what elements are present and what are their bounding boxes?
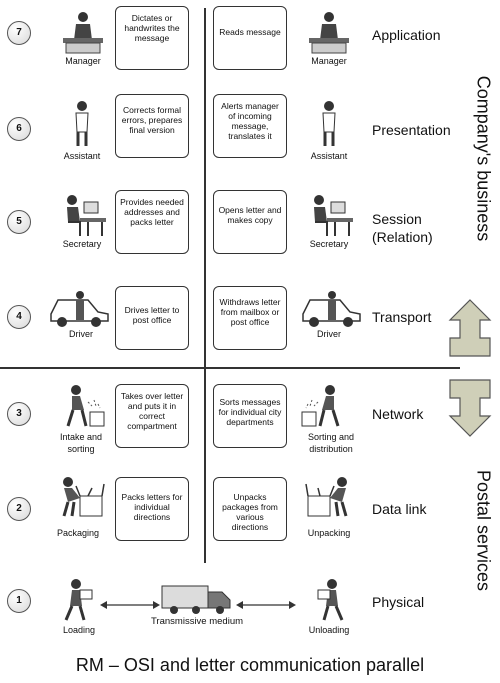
assistant-person-icon bbox=[322, 101, 336, 146]
right-role-label: Sorting and bbox=[307, 432, 355, 442]
left-role-label: Driver bbox=[69, 329, 93, 339]
left-role-label: Loading bbox=[62, 625, 96, 635]
right-role-label: Secretary bbox=[309, 239, 349, 249]
right-role-label: Manager bbox=[311, 56, 347, 66]
secretary-at-computer-icon bbox=[67, 195, 106, 236]
transmissive-medium-label: Transmissive medium bbox=[150, 616, 244, 627]
right-role-label: Unloading bbox=[308, 625, 350, 635]
left-role-label: Packaging bbox=[56, 528, 100, 538]
left-action-box: Takes over letter and puts it in correct… bbox=[115, 384, 189, 448]
left-action-box: Provides needed addresses and packs lett… bbox=[115, 190, 189, 254]
center-divider-line bbox=[204, 8, 206, 563]
secretary-at-computer-icon bbox=[314, 195, 353, 236]
left-role-label: Assistant bbox=[63, 151, 101, 161]
postal-services-group-label: Postal services bbox=[473, 469, 494, 592]
left-action-box: Dictates or handwrites the message bbox=[115, 6, 189, 70]
diagram-title: RM – OSI and letter communication parall… bbox=[75, 655, 425, 675]
layer-number-badge: 3 bbox=[7, 402, 31, 426]
double-arrow-icon bbox=[100, 601, 160, 609]
right-role-label: Unpacking bbox=[307, 528, 351, 538]
group-divider-line bbox=[0, 367, 460, 369]
driver-with-car-icon bbox=[50, 291, 109, 327]
right-role-label-line2: distribution bbox=[309, 444, 353, 454]
layer-name: Presentation bbox=[372, 122, 451, 138]
left-role-label-line2: sorting bbox=[67, 444, 95, 454]
layer-number-badge: 1 bbox=[7, 589, 31, 613]
right-action-box: Alerts manager of incoming message, tran… bbox=[213, 94, 287, 158]
truck-icon bbox=[161, 585, 231, 614]
layer-number-badge: 4 bbox=[7, 305, 31, 329]
right-role-label: Driver bbox=[317, 329, 341, 339]
person-loading-icon bbox=[64, 579, 93, 621]
person-unpacking-box-icon bbox=[305, 477, 348, 517]
layer-name: Transport bbox=[372, 309, 432, 325]
manager-at-desk-icon bbox=[309, 12, 349, 54]
left-role-label: Intake and bbox=[59, 432, 103, 442]
layer-number-badge: 7 bbox=[7, 21, 31, 45]
up-arrow-icon bbox=[448, 299, 492, 357]
left-action-box: Corrects formal errors, prepares final v… bbox=[115, 94, 189, 158]
person-sorting-icon bbox=[66, 385, 105, 427]
left-role-label: Manager bbox=[65, 56, 101, 66]
right-action-box: Opens letter and makes copy bbox=[213, 190, 287, 254]
left-action-box: Drives letter to post office bbox=[115, 286, 189, 350]
down-arrow-icon bbox=[448, 379, 492, 437]
layer-name: Session bbox=[372, 211, 422, 227]
person-sorting-icon bbox=[301, 385, 340, 427]
right-action-box: Reads message bbox=[213, 6, 287, 70]
left-action-box: Packs letters for individual directions bbox=[115, 477, 189, 541]
layer-number-badge: 5 bbox=[7, 210, 31, 234]
layer-name: Data link bbox=[372, 501, 427, 517]
layer-name-subtitle: (Relation) bbox=[372, 229, 433, 245]
company-business-group-label: Company's business bbox=[473, 75, 494, 242]
right-action-box: Unpacks packages from various directions bbox=[213, 477, 287, 541]
layer-name: Physical bbox=[372, 594, 425, 610]
right-action-box: Sorts messages for individual city depar… bbox=[213, 384, 287, 448]
right-role-label: Assistant bbox=[310, 151, 348, 161]
driver-with-car-icon bbox=[302, 291, 361, 327]
layer-number-badge: 6 bbox=[7, 117, 31, 141]
left-role-label: Secretary bbox=[62, 239, 102, 249]
right-action-box: Withdraws letter from mailbox or post of… bbox=[213, 286, 287, 350]
assistant-person-icon bbox=[75, 101, 89, 146]
person-unloading-icon bbox=[317, 579, 344, 621]
layer-number-badge: 2 bbox=[7, 497, 31, 521]
person-packing-box-icon bbox=[62, 477, 105, 517]
layer-name: Application bbox=[372, 27, 441, 43]
layer-name: Network bbox=[372, 406, 424, 422]
manager-at-desk-icon bbox=[63, 12, 103, 54]
double-arrow-icon bbox=[236, 601, 296, 609]
